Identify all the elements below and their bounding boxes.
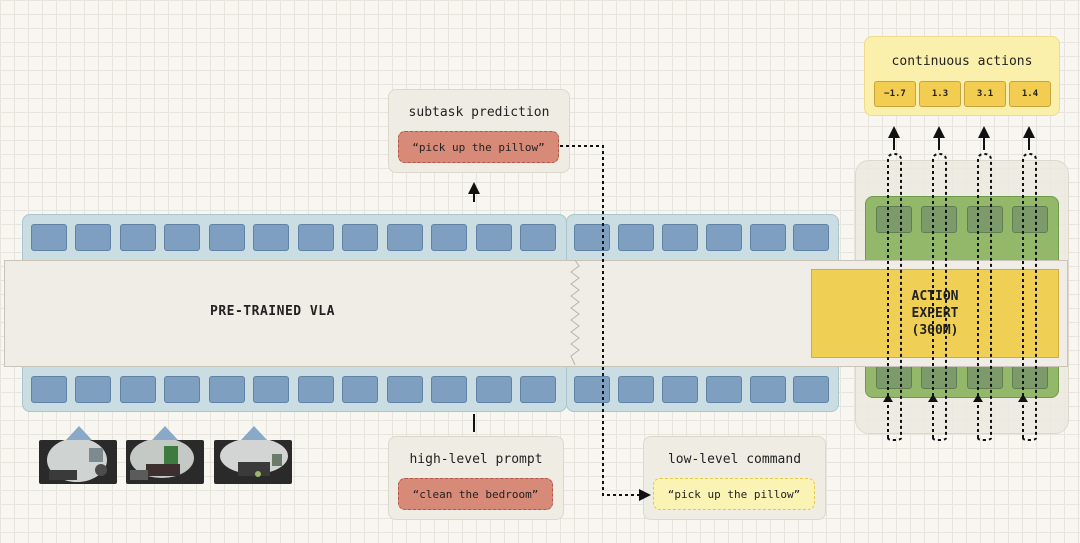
flow-loop-4 [1022, 152, 1037, 442]
low-level-title: low-level command [667, 452, 802, 467]
action-value-4: 1.4 [1009, 81, 1051, 107]
vla-split-zigzag [570, 260, 580, 365]
subtask-title: subtask prediction [408, 105, 550, 120]
action-value-1: −1.7 [874, 81, 916, 107]
subtask-to-command-line [560, 145, 651, 501]
action-value-3: 3.1 [964, 81, 1006, 107]
low-level-text: “pick up the pillow” [653, 478, 815, 510]
vla-label: PRE-TRAINED VLA [210, 304, 335, 319]
camera-image-base [126, 440, 204, 484]
high-level-text: “clean the bedroom” [398, 478, 553, 510]
subtask-prediction-box: subtask prediction “pick up the pillow” [388, 89, 570, 173]
continuous-actions-box: continuous actions −1.7 1.3 3.1 1.4 [864, 36, 1060, 116]
action-expert-label-2: EXPERT [911, 306, 959, 321]
action-value-2: 1.3 [919, 81, 961, 107]
continuous-actions-title: continuous actions [891, 54, 1033, 69]
image-pointer-3 [241, 426, 267, 440]
high-level-title: high-level prompt [409, 452, 543, 467]
camera-image-left-wrist [39, 440, 117, 484]
low-level-command-box: low-level command “pick up the pillow” [643, 436, 826, 520]
flow-loop-3 [977, 152, 992, 442]
loop-arrowhead-1 [883, 394, 893, 402]
flow-loop-2 [932, 152, 947, 442]
camera-image-right-wrist [214, 440, 292, 484]
action-expert-box: ACTION EXPERT (300M) [811, 269, 1059, 358]
subtask-text: “pick up the pillow” [398, 131, 559, 163]
image-pointer-1 [66, 426, 92, 440]
loop-arrowhead-2 [928, 394, 938, 402]
loop-arrowhead-3 [973, 394, 983, 402]
high-level-prompt-box: high-level prompt “clean the bedroom” [388, 436, 564, 520]
flow-loop-1 [887, 152, 902, 442]
loop-arrowhead-4 [1018, 394, 1028, 402]
image-pointer-2 [152, 426, 178, 440]
